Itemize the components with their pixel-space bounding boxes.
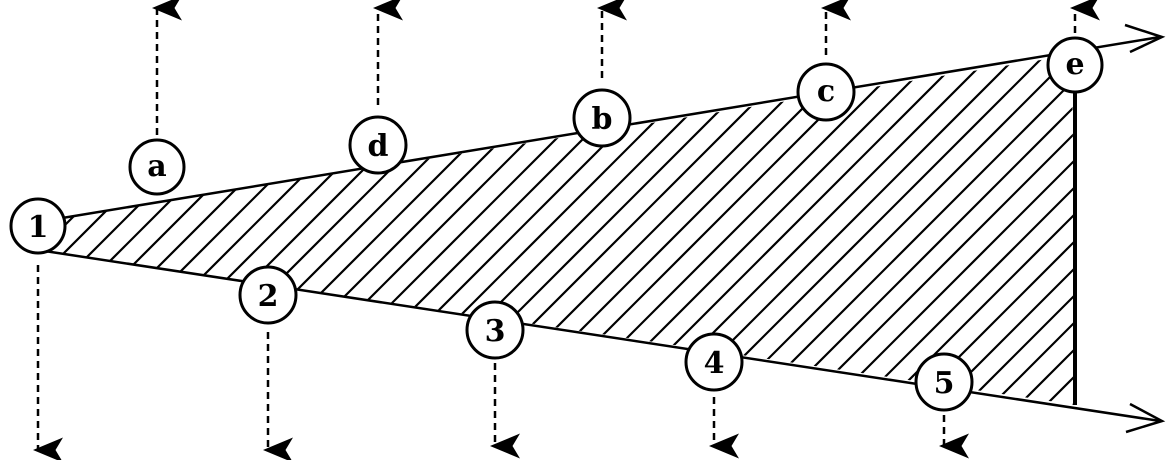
hatch-line bbox=[895, 55, 1076, 405]
hatch-line bbox=[1166, 40, 1171, 420]
lower-boundary-line bbox=[37, 248, 1161, 423]
node-c-label: c bbox=[817, 74, 835, 109]
hatch-line bbox=[571, 55, 953, 405]
hatch-line bbox=[85, 55, 467, 405]
hatch-line bbox=[1139, 40, 1171, 420]
node-d-label: d bbox=[368, 129, 389, 164]
node-4-label: 4 bbox=[704, 346, 725, 381]
hatch-line bbox=[58, 55, 440, 405]
hatch-line bbox=[733, 55, 1076, 405]
hatch-line bbox=[922, 55, 1076, 405]
node-c: c bbox=[796, 62, 856, 122]
node-1-label: 1 bbox=[28, 210, 49, 245]
node-5-label: 5 bbox=[934, 366, 955, 401]
node-3: 3 bbox=[465, 300, 525, 360]
node-5: 5 bbox=[914, 352, 974, 412]
node-e-label: e bbox=[1065, 47, 1084, 82]
hatch-line bbox=[841, 55, 1076, 405]
hatch-line bbox=[706, 55, 1076, 405]
hatch-line bbox=[1030, 55, 1076, 405]
hatch-line bbox=[787, 55, 1076, 405]
hatch-line bbox=[760, 55, 1076, 405]
node-b-label: b bbox=[592, 102, 613, 137]
hatch-line bbox=[38, 55, 413, 405]
hatch-line bbox=[193, 55, 575, 405]
node-2: 2 bbox=[238, 265, 298, 325]
hatch-line bbox=[355, 55, 737, 405]
lower-arrowhead bbox=[1125, 402, 1166, 434]
hatch-line bbox=[0, 40, 7, 420]
node-2-label: 2 bbox=[258, 279, 279, 314]
hatch-line bbox=[868, 55, 1076, 405]
hatch-line bbox=[814, 55, 1076, 405]
node-a-label: a bbox=[147, 149, 166, 184]
node-b: b bbox=[572, 88, 632, 148]
hatch-line bbox=[1003, 55, 1076, 405]
hatch-line bbox=[949, 55, 1076, 405]
node-a: a bbox=[128, 138, 186, 196]
node-4: 4 bbox=[684, 332, 744, 392]
hatch-line bbox=[1112, 40, 1171, 420]
hatch-line bbox=[1085, 40, 1171, 420]
hatch-line bbox=[139, 55, 521, 405]
hatch-line bbox=[301, 55, 683, 405]
hatch-line bbox=[112, 55, 494, 405]
upper-arrowhead bbox=[1124, 23, 1166, 54]
hatch-line bbox=[328, 55, 710, 405]
hatch-line bbox=[976, 55, 1076, 405]
node-d: d bbox=[348, 115, 408, 175]
node-3-label: 3 bbox=[485, 314, 506, 349]
hatch-line bbox=[166, 55, 548, 405]
node-1: 1 bbox=[9, 197, 67, 255]
node-e: e bbox=[1046, 36, 1104, 94]
hatch-line bbox=[220, 55, 602, 405]
hatch-line bbox=[247, 55, 629, 405]
